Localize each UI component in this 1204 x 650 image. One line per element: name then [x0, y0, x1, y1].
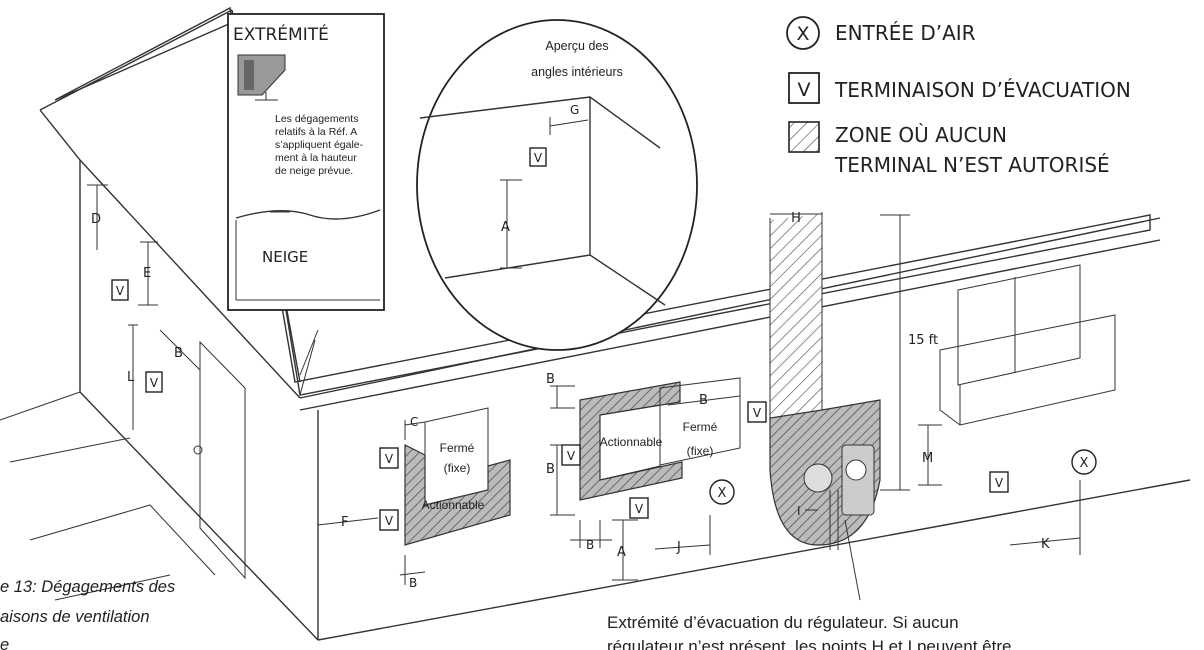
inset-end-note-3: s’appliquent égale- [275, 139, 364, 151]
mid-window-vent-bottom: V [635, 502, 644, 516]
left-window-closed-1: Fermé [440, 441, 475, 455]
label-B-left-window: B [409, 576, 417, 590]
legend-zone-line2: TERMINAL N’EST AUTORISÉ [834, 153, 1110, 177]
caption-left: e 13: Dégagements des aisons de ventilat… [0, 578, 175, 650]
legend-no-terminal-zone: ZONE OÙ AUCUN TERMINAL N’EST AUTORISÉ [788, 121, 1110, 177]
label-B-mid-bottom: B [586, 538, 594, 552]
caption-bottom: Extrémité d’évacuation du régulateur. Si… [607, 613, 1011, 650]
window-middle: Actionnable Fermé (fixe) B B V V B B V A… [546, 372, 767, 581]
inset-corner-title-2: angles intérieurs [531, 65, 623, 79]
mid-window-vent-right: V [753, 406, 762, 420]
legend: X ENTRÉE D’AIR V TERMINAISON D’ÉVACUATIO… [786, 16, 1131, 177]
inset-end-snow: NEIGE [262, 248, 308, 266]
label-L: L [127, 370, 135, 385]
inset-end-note-5: de neige prévue. [275, 165, 353, 177]
label-C: C [410, 415, 418, 429]
inset-corner-title-1: Aperçu des [545, 39, 608, 53]
label-A-front: A [617, 545, 626, 560]
legend-air-intake: X ENTRÉE D’AIR [786, 16, 976, 50]
mid-air-intake: X [718, 486, 727, 501]
end-vent-lower: V [150, 376, 159, 390]
corner-vent-symbol: V [534, 151, 543, 165]
legend-v-symbol: V [798, 79, 811, 101]
label-B-mid-top: B [546, 372, 555, 387]
legend-zone-line1: ZONE OÙ AUCUN [835, 123, 1007, 147]
left-window-closed-2: (fixe) [444, 461, 471, 475]
legend-x-symbol: X [796, 23, 809, 45]
mid-window-closed-2: (fixe) [687, 444, 714, 458]
inset-end-note-2: relatifs à la Réf. A [275, 126, 357, 138]
caption-left-1: e 13: Dégagements des [0, 578, 175, 596]
end-vent-upper: V [116, 284, 125, 298]
window-right: M V X K [918, 264, 1116, 555]
label-I: I [797, 504, 801, 518]
inset-end-note-4: ment à la hauteur [275, 152, 357, 164]
legend-v-label: TERMINAISON D’ÉVACUATION [834, 78, 1131, 102]
caption-left-2: aisons de ventilation [0, 608, 150, 626]
mid-window-vent-left: V [567, 449, 576, 463]
inset-end-note-1: Les dégagements [275, 113, 358, 125]
right-vent: V [995, 476, 1004, 490]
right-air-intake: X [1080, 456, 1089, 471]
legend-x-label: ENTRÉE D’AIR [835, 21, 976, 45]
label-J: J [676, 540, 681, 555]
end-wall-dims: D E V L V B [87, 184, 201, 430]
label-B-mid-right: B [699, 393, 708, 408]
left-window-vent-top: V [385, 452, 394, 466]
inset-interior-corner: Aperçu des angles intérieurs G V A [416, 19, 698, 351]
label-F: F [341, 515, 348, 530]
caption-bottom-1: Extrémité d’évacuation du régulateur. Si… [607, 613, 959, 632]
inset-end-view: EXTRÉMITÉ Les dégagements relatifs à la … [227, 13, 385, 376]
legend-vent-terminal: V TERMINAISON D’ÉVACUATION [788, 72, 1131, 104]
left-window-operable: Actionnable [422, 498, 485, 512]
caption-bottom-2: régulateur n’est présent, les points H e… [607, 637, 1011, 650]
inset-end-title: EXTRÉMITÉ [233, 23, 329, 45]
label-K: K [1041, 537, 1050, 552]
mid-window-operable: Actionnable [600, 435, 663, 449]
window-left: Fermé (fixe) Actionnable C V V F B [317, 407, 511, 590]
caption-left-3: e [0, 636, 9, 650]
label-H: H [791, 211, 801, 226]
label-M: M [922, 451, 933, 466]
label-A-corner: A [501, 220, 510, 235]
regulator-zone: H 15 ft I [769, 211, 938, 601]
mid-window-closed-1: Fermé [683, 420, 718, 434]
label-B-mid-left: B [546, 462, 555, 477]
label-G: G [570, 103, 579, 117]
label-E: E [143, 266, 151, 281]
label-15ft: 15 ft [908, 333, 938, 348]
left-window-vent-left: V [385, 514, 394, 528]
label-B-end: B [174, 346, 183, 361]
label-D: D [91, 212, 101, 227]
